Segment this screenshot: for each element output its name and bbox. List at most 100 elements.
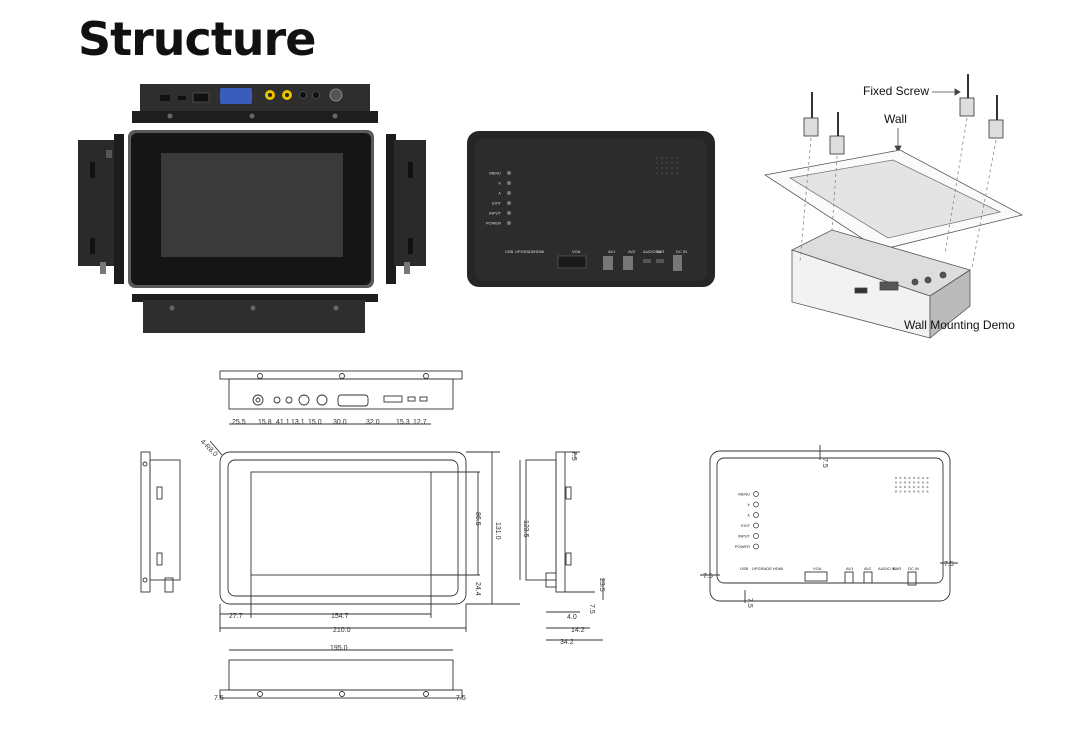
rear-button-drawing: [753, 512, 759, 518]
dim-screen-height: 86.5: [474, 512, 481, 526]
rear-port-label-photo: AV2: [628, 249, 636, 254]
rear-button-label-drawing: ∧: [747, 513, 750, 518]
rear-button-drawing: [753, 533, 759, 539]
dim-back-right: 7.5: [944, 561, 954, 568]
right-side-drawing: [519, 451, 604, 641]
rear-button-label-drawing: MENU: [738, 492, 750, 497]
dimension-labels: 25.5 15.8 41.1 13.1 15.0 30.0 32.0 15.3 …: [199, 419, 954, 702]
rear-port-label-drawing: AUDIO IN: [878, 566, 896, 571]
speaker-grille-dot: [908, 485, 911, 489]
speaker-grille-dot: [921, 490, 925, 493]
dim-total-width: 210.0: [333, 627, 351, 634]
rear-port-label-photo: UPGRADE: [515, 249, 535, 254]
rear-button-label-photo: EXIT: [492, 201, 501, 206]
dim-top-1: 15.8: [258, 419, 272, 426]
rear-button-photo: [507, 171, 511, 175]
dim-left-margin: 27.7: [229, 613, 243, 620]
speaker-grille-dot: [899, 481, 902, 484]
vga-port: [220, 88, 252, 104]
speaker-grille-dot: [926, 481, 929, 484]
dim-top-4: 15.0: [308, 419, 322, 426]
rear-port-label-photo: AUDIO IN: [643, 249, 661, 254]
wall-mounting-demo-label: Wall Mounting Demo: [904, 318, 1015, 332]
right-side-photo: [386, 134, 426, 284]
rear-port-label-drawing: VGA: [813, 566, 822, 571]
rear-port-label-drawing: EAR: [893, 566, 901, 571]
dim-corner-radius: 4-R8.0: [199, 438, 219, 458]
rear-port-label-drawing: AV1: [846, 566, 854, 571]
rear-button-drawing: [753, 491, 759, 497]
dim-side-depth-small: 4.0: [567, 614, 577, 621]
rear-port-label-drawing: HDMI: [773, 566, 783, 571]
speaker-grille-dot: [908, 476, 911, 480]
dim-bottom-width: 195.0: [330, 645, 348, 652]
rear-button-photo: [507, 221, 511, 225]
dim-side-height: 123.5: [522, 520, 529, 538]
speaker-grille-dot: [921, 476, 925, 480]
dim-side-top: 7.5: [570, 451, 577, 461]
front-view-photo: [128, 130, 374, 288]
left-side-drawing: [140, 451, 181, 593]
rear-button-label-drawing: ∨: [747, 502, 750, 507]
rear-button-drawing: [753, 522, 759, 529]
rear-button-photo: [507, 181, 511, 185]
rear-port-label-photo: USB: [505, 249, 514, 254]
speaker-grille-dot: [894, 476, 898, 480]
fixed-screw-label: Fixed Screw: [863, 84, 930, 98]
dim-back-top: 7.5: [821, 458, 828, 468]
rear-button-photo: [507, 211, 511, 215]
dim-bottom-margin-right: 7.5: [456, 695, 466, 702]
rear-button-label-drawing: EXIT: [741, 523, 750, 528]
speaker-grille-dot: [903, 476, 907, 480]
dim-top-5: 30.0: [333, 419, 347, 426]
top-port-edge-photo: [132, 84, 378, 123]
dim-side-bottom: 23.5: [598, 578, 605, 592]
rear-port-label-photo: DC IN: [676, 249, 687, 254]
rear-button-label-drawing: POWER: [735, 544, 750, 549]
speaker-grille-dot: [894, 485, 898, 489]
rear-port-label-drawing: UPGRADE: [752, 566, 772, 571]
rear-button-drawing: [753, 501, 759, 508]
speaker-grille-dot: [894, 490, 898, 493]
rear-button-label-photo: ∨: [498, 181, 501, 186]
dim-top-7: 15.3: [396, 419, 410, 426]
speaker-grille-dot: [903, 485, 907, 489]
rear-button-label-photo: MENU: [489, 171, 501, 176]
speaker-grille-dot: [912, 490, 916, 493]
speaker-grille-dot: [926, 485, 929, 489]
page-title: Structure: [78, 12, 316, 66]
dim-top-3: 13.1: [291, 419, 305, 426]
dim-back-left: 7.5: [703, 573, 713, 580]
speaker-grille-dot: [921, 485, 925, 489]
dim-screen-width: 154.7: [331, 613, 349, 620]
speaker-grille-dot: [921, 481, 925, 484]
front-view-drawing: [209, 440, 520, 632]
speaker-grille-dot: [912, 481, 916, 484]
bottom-edge-drawing: [219, 649, 463, 699]
speaker-grille-dot: [917, 481, 920, 484]
speaker-grille-dot: [917, 485, 920, 489]
speaker-grille-dot: [908, 490, 911, 493]
rear-port-label-photo: VGA: [572, 249, 581, 254]
speaker-grille-dot: [908, 481, 911, 484]
wall-label: Wall: [884, 112, 907, 126]
wall-mounting-demo: [763, 74, 1024, 339]
dim-bottom-margin-left: 7.5: [214, 695, 224, 702]
dim-bottom-margin: 24.4: [474, 582, 481, 596]
rear-button-photo: [507, 191, 511, 195]
dim-total-height: 131.0: [494, 522, 501, 540]
dim-top-8: 12.7: [413, 419, 427, 426]
rear-button-label-photo: POWER: [486, 221, 501, 226]
top-port-drawing: [219, 370, 463, 425]
dim-top-6: 32.0: [366, 419, 380, 426]
rear-button-photo: [507, 201, 511, 205]
speaker-grille-dot: [912, 476, 916, 480]
dim-side-depth-total: 34.2: [560, 639, 574, 646]
speaker-grille-dot: [917, 490, 920, 493]
bottom-edge-photo: [132, 294, 378, 333]
rear-port-label-drawing: DC IN: [908, 566, 919, 571]
dim-back-bottom: 7.5: [746, 598, 753, 608]
rear-port-label-drawing: AV2: [864, 566, 872, 571]
